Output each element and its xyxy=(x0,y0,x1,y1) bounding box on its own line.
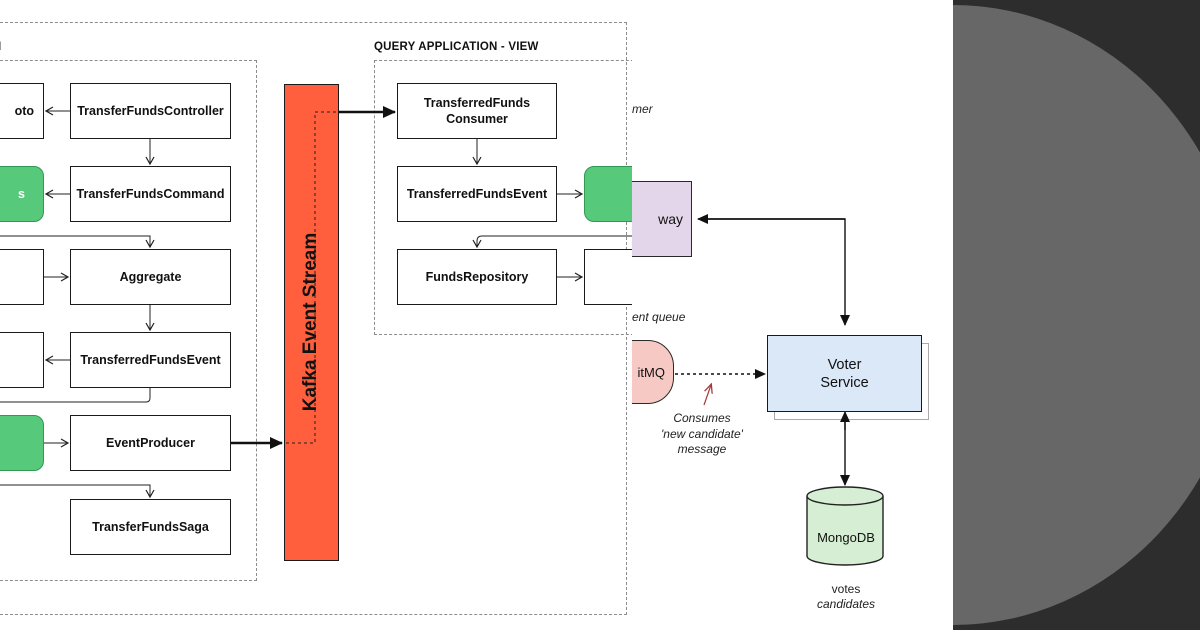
votes-label: votes xyxy=(831,582,861,596)
consumes-message-note: Consumes 'new candidate' message xyxy=(652,411,752,458)
aggregate-box: Aggregate xyxy=(70,249,231,305)
transfer-funds-controller-box: TransferFundsController xyxy=(70,83,231,139)
rabbitmq-box: itMQ xyxy=(632,340,674,404)
query-transferred-funds-event-box: TransferredFundsEvent xyxy=(397,166,557,222)
transfer-funds-saga-box: TransferFundsSaga xyxy=(70,499,231,555)
decorative-circle xyxy=(953,5,1200,625)
cut-box-label: oto xyxy=(14,104,34,118)
voting-connectors xyxy=(675,214,850,486)
query-green-box xyxy=(584,166,632,222)
consumes-pointer-arrow xyxy=(703,385,711,406)
kafka-event-stream xyxy=(284,84,339,561)
cut-box-4 xyxy=(0,332,44,388)
voter-service-line2: Service xyxy=(820,374,869,391)
voter-service-box: Voter Service xyxy=(767,335,922,412)
query-cut-box xyxy=(584,249,632,305)
consumer-text: mer xyxy=(632,102,653,116)
voter-service-line1: Voter xyxy=(827,356,862,373)
command-application-frame xyxy=(0,60,257,581)
mongodb-cylinder xyxy=(806,486,884,566)
command-application-label: I xyxy=(0,41,1,53)
rabbitmq-label: itMQ xyxy=(637,364,665,380)
cqrs-connectors xyxy=(0,106,632,499)
consumes-line2: 'new candidate' xyxy=(661,426,743,441)
cut-box-3 xyxy=(0,249,44,305)
candidates-label: candidates xyxy=(816,597,876,611)
voting-architecture-panel: mer way ent queue itMQ Voter Service Con… xyxy=(632,0,953,630)
kafka-flow xyxy=(231,106,396,449)
gateway-label: way xyxy=(658,211,683,227)
api-gateway-box: way xyxy=(632,181,692,257)
event-queue-label: ent queue xyxy=(632,310,686,324)
slide-decoration-panel xyxy=(953,0,1200,630)
mongodb-label-overlay: MongoDB xyxy=(817,530,875,545)
funds-repository-box: FundsRepository xyxy=(397,249,557,305)
cut-box-green-1: s xyxy=(0,166,44,222)
transferred-funds-consumer-box: TransferredFunds Consumer xyxy=(397,83,557,139)
consumes-line3: message xyxy=(677,442,727,456)
cqrs-diagram-panel: I QUERY APPLICATION - VIEW oto s Transfe… xyxy=(0,22,632,615)
transferred-funds-event-box: TransferredFundsEvent xyxy=(70,332,231,388)
query-application-label: QUERY APPLICATION - VIEW xyxy=(374,41,539,53)
cut-box-label: s xyxy=(18,187,25,201)
event-producer-box: EventProducer xyxy=(70,415,231,471)
consumes-line1: Consumes xyxy=(673,411,731,425)
outer-dashed-frame xyxy=(0,22,627,615)
transfer-funds-command-box: TransferFundsCommand xyxy=(70,166,231,222)
query-application-frame xyxy=(374,60,632,335)
cut-box-green-2 xyxy=(0,415,44,471)
cut-box-dto: oto xyxy=(0,83,44,139)
